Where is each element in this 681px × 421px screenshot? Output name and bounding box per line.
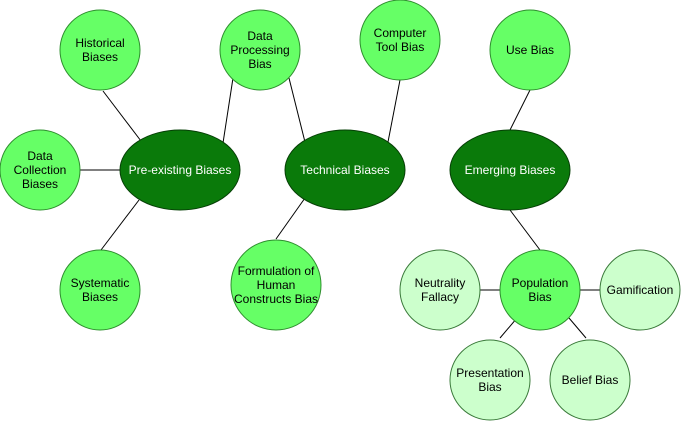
node-technical-biases[interactable]: Technical Biases — [284, 129, 406, 211]
label-line: Data — [247, 29, 273, 43]
node-pre-existing-biases[interactable]: Pre-existing Biases — [119, 129, 241, 211]
node-pre-existing-biases-label: Pre-existing Biases — [129, 163, 232, 177]
node-formulation-bias-shape — [230, 239, 322, 331]
label-line: Biases — [22, 177, 58, 191]
label-line: Tool Bias — [376, 40, 425, 54]
label-line: Constructs Bias — [234, 292, 318, 306]
node-population-bias-shape — [499, 249, 581, 331]
edge-population-presentation — [499, 317, 518, 339]
node-neutrality-fallacy-shape — [399, 249, 481, 331]
node-presentation-bias-shape — [449, 339, 531, 421]
node-gamification[interactable]: Gamification — [599, 249, 681, 331]
node-gamification-shape — [599, 249, 681, 331]
label-line: Use Bias — [506, 43, 554, 57]
label-line: Gamification — [607, 283, 674, 297]
node-systematic-biases-shape — [59, 249, 141, 331]
node-emerging-biases-label: Emerging Biases — [465, 163, 556, 177]
edge-computer-tool-technical — [387, 79, 401, 143]
label-line: Presentation — [456, 366, 523, 380]
label-line: Population — [512, 276, 569, 290]
node-gamification-label: Gamification — [607, 283, 674, 297]
label-line: Bias — [248, 57, 271, 71]
node-belief-bias[interactable]: Belief Bias — [549, 339, 631, 421]
label-line: Collection — [14, 163, 67, 177]
label-line: Biases — [82, 290, 118, 304]
edge-pre-existing-data-processing — [222, 77, 234, 144]
label-line: Fallacy — [421, 290, 459, 304]
label-line: Formulation of — [238, 264, 315, 278]
diagram-edges — [80, 77, 600, 339]
label-line: Technical Biases — [300, 163, 389, 177]
node-computer-tool-bias-shape — [359, 0, 441, 81]
edge-systematic-pre-existing — [100, 199, 140, 251]
label-line: Biases — [82, 50, 118, 64]
node-pre-existing-biases-shape — [119, 129, 241, 211]
node-belief-bias-label: Belief Bias — [562, 373, 619, 387]
label-line: Emerging Biases — [465, 163, 556, 177]
label-line: Neutrality — [415, 276, 466, 290]
node-data-processing-bias-shape — [219, 9, 301, 91]
node-use-bias-label: Use Bias — [506, 43, 554, 57]
edge-historical-pre-existing — [102, 90, 142, 142]
label-line: Computer — [374, 26, 427, 40]
node-belief-bias-shape — [549, 339, 631, 421]
node-data-collection-biases-shape — [0, 129, 81, 211]
node-use-bias[interactable]: Use Bias — [489, 9, 571, 91]
node-emerging-biases[interactable]: Emerging Biases — [449, 129, 571, 211]
label-line: Bias — [528, 290, 551, 304]
label-line: Bias — [478, 380, 501, 394]
label-line: Processing — [230, 43, 289, 57]
label-line: Historical — [75, 36, 124, 50]
edge-technical-formulation — [275, 197, 306, 240]
edge-use-bias-emerging — [509, 89, 531, 131]
label-line: Human — [257, 278, 296, 292]
edge-data-processing-technical — [288, 77, 306, 143]
node-technical-biases-shape — [284, 129, 406, 211]
node-historical-biases-shape — [59, 9, 141, 91]
label-line: Pre-existing Biases — [129, 163, 232, 177]
label-line: Belief Bias — [562, 373, 619, 387]
edge-emerging-population — [509, 209, 541, 251]
node-technical-biases-label: Technical Biases — [300, 163, 389, 177]
edge-population-belief — [568, 317, 587, 339]
label-line: Systematic — [71, 276, 130, 290]
node-emerging-biases-shape — [449, 129, 571, 211]
label-line: Data — [27, 149, 53, 163]
node-use-bias-shape — [489, 9, 571, 91]
